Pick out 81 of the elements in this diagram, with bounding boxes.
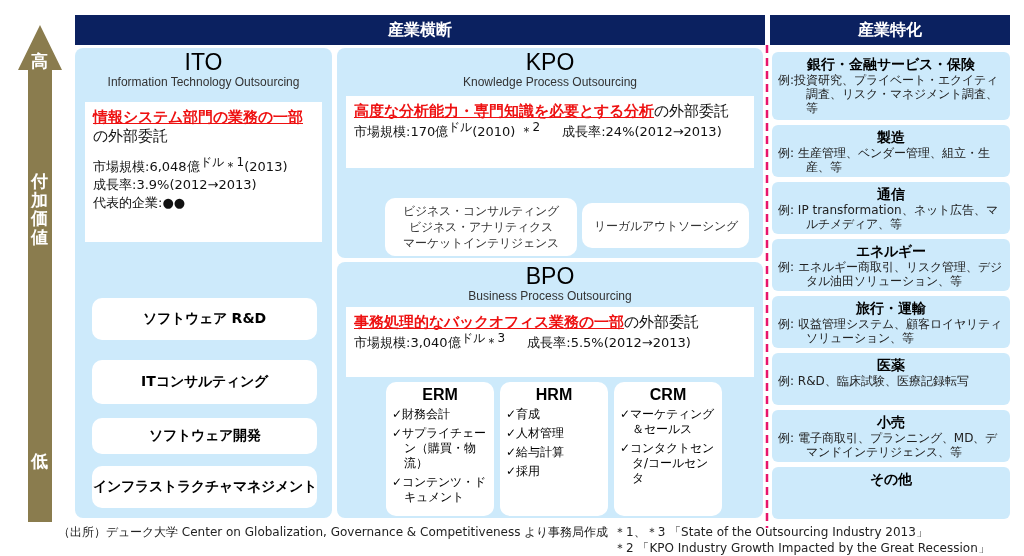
service-text: ITコンサルティング — [141, 373, 268, 391]
description-card — [346, 96, 754, 168]
service-card — [500, 382, 608, 516]
industry-card — [772, 125, 1010, 177]
checklist-item: ✓コンタクトセンタ/コールセンタ — [620, 441, 716, 486]
industry-examples: 例: 生産管理、ベンダー管理、組立・生産、等 — [778, 146, 991, 174]
service-title: ERM — [421, 387, 459, 402]
checklist-item: ✓財務会計 — [392, 407, 452, 422]
source-note: （出所）デューク大学 Center on Globalization, Governance & Competitiveness より事務局作成 — [58, 524, 609, 541]
industry-card — [772, 182, 1010, 234]
service-card — [385, 198, 577, 256]
checklist-item: ✓給与計算 — [506, 445, 566, 460]
industry-title: 通信 — [876, 185, 906, 203]
service-text: インフラストラクチャマネジメント — [92, 478, 317, 496]
stat-text: 成長率:3.9%(2012→2013) — [93, 176, 258, 194]
industry-title: 小売 — [876, 413, 906, 431]
service-card — [92, 298, 317, 340]
industry-examples: 例: R&D、臨床試験、医療記録転写 — [778, 374, 970, 388]
panel-title: ITO — [183, 50, 224, 75]
service-text: ビジネス・コンサルティング — [403, 203, 559, 219]
description-text: 事務処理的なバックオフィス業務の一部の外部委託 — [354, 313, 700, 332]
stat-text: 代表的企業:●● — [93, 194, 187, 212]
industry-card — [772, 467, 1010, 519]
service-card — [92, 360, 317, 404]
industry-card — [772, 52, 1010, 120]
stat-text: 成長率:5.5%(2012→2013) — [527, 334, 691, 352]
panel-title: BPO — [524, 264, 576, 289]
checklist-item: ✓コンテンツ・ドキュメント — [392, 475, 488, 505]
industry-title: 銀行・金融サービス・保険 — [806, 55, 976, 73]
stat-text: 成長率:24%(2012→2013) — [562, 123, 722, 141]
service-text: ソフトウェア開発 — [148, 427, 261, 445]
category-panel — [337, 48, 763, 258]
industry-examples: 例: 収益管理システム、顧客ロイヤリティソリューション、等 — [778, 317, 1003, 345]
footnote: ＊1、＊3 「State of the Outsourcing Industry 2013」 — [614, 524, 928, 541]
service-card — [92, 418, 317, 454]
industry-examples: 例:投資研究、プライベート・エクイティ調査、リスク・マネジメント調査、等 — [778, 73, 1000, 115]
industry-examples: 例: エネルギー商取引、リスク管理、デジタル油田ソリューション、等 — [778, 260, 1003, 288]
industry-title: その他 — [869, 470, 913, 488]
service-text: ビジネス・アナリティクス — [409, 219, 553, 235]
industry-title: 旅行・運輸 — [855, 299, 927, 317]
panel-subtitle: Information Technology Outsourcing — [106, 75, 301, 90]
section-header — [770, 15, 1010, 45]
industry-title: 製造 — [876, 128, 906, 146]
panel-subtitle: Business Process Outsourcing — [467, 289, 633, 304]
industry-examples: 例: IP transformation、ネット広告、マルチメディア、等 — [778, 203, 999, 231]
industry-card — [772, 410, 1010, 462]
footnote: ＊2 「KPO Industry Growth Impacted by the Great Recession」 — [614, 540, 990, 556]
description-card — [85, 102, 322, 242]
checklist-item: ✓採用 — [506, 464, 542, 479]
panel-subtitle: Knowledge Process Outsourcing — [461, 75, 639, 90]
description-text: 高度な分析能力・専門知識を必要とする分析の外部委託 — [354, 102, 730, 121]
scale-label: 高 — [31, 52, 48, 71]
description-card — [346, 307, 754, 377]
industry-card — [772, 353, 1010, 405]
service-card — [614, 382, 722, 516]
industry-title: エネルギー — [855, 242, 927, 260]
industry-title: 医薬 — [876, 356, 906, 374]
industry-examples: 例: 電子商取引、プランニング、MD、デマンドインテリジェンス、等 — [778, 431, 999, 459]
header-text: 産業特化 — [858, 19, 922, 41]
industry-card — [772, 296, 1010, 348]
section-header — [75, 15, 765, 45]
description-text: 情報システム部門の業務の一部の外部委託 — [93, 108, 304, 146]
category-panel — [75, 48, 332, 518]
service-card — [386, 382, 494, 516]
header-text: 産業横断 — [388, 19, 452, 41]
service-text: ソフトウェア R&D — [142, 310, 267, 328]
service-text: リーガルアウトソーシング — [593, 217, 738, 234]
checklist-item: ✓育成 — [506, 407, 542, 422]
checklist-item: ✓マーケティング＆セールス — [620, 407, 716, 437]
service-title: CRM — [648, 387, 688, 402]
checklist-item: ✓サプライチェーン（購買・物流） — [392, 426, 488, 471]
category-panel — [337, 262, 763, 518]
service-title: HRM — [534, 387, 574, 402]
axis-title: 付加価値 — [31, 172, 48, 247]
scale-label: 低 — [31, 452, 48, 471]
industry-card — [772, 239, 1010, 291]
service-text: マーケットインテリジェンス — [403, 235, 559, 251]
panel-title: KPO — [524, 50, 576, 75]
service-card — [582, 203, 749, 248]
service-card — [92, 466, 317, 508]
checklist-item: ✓人材管理 — [506, 426, 566, 441]
